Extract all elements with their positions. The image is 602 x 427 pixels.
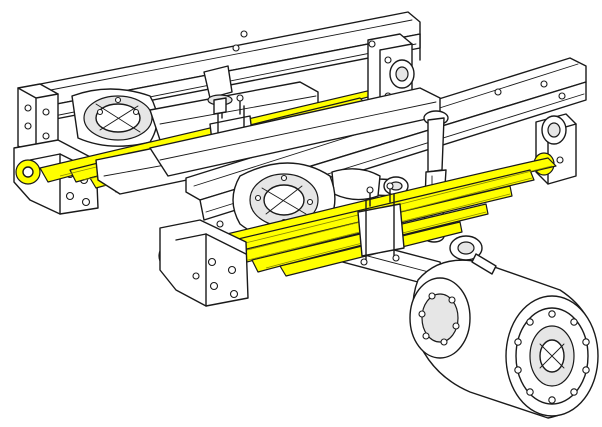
center-crossmember — [149, 87, 441, 177]
wheel-hub — [505, 295, 599, 417]
brake-chamber — [449, 235, 497, 275]
spring-eye-bushing-left — [15, 159, 41, 185]
wheel-studs — [514, 310, 590, 404]
rear-axle-housing — [71, 81, 319, 147]
spring-hanger-front-left — [159, 219, 249, 307]
bump-stop-rear — [203, 65, 233, 115]
u-bolt-front — [357, 182, 405, 266]
